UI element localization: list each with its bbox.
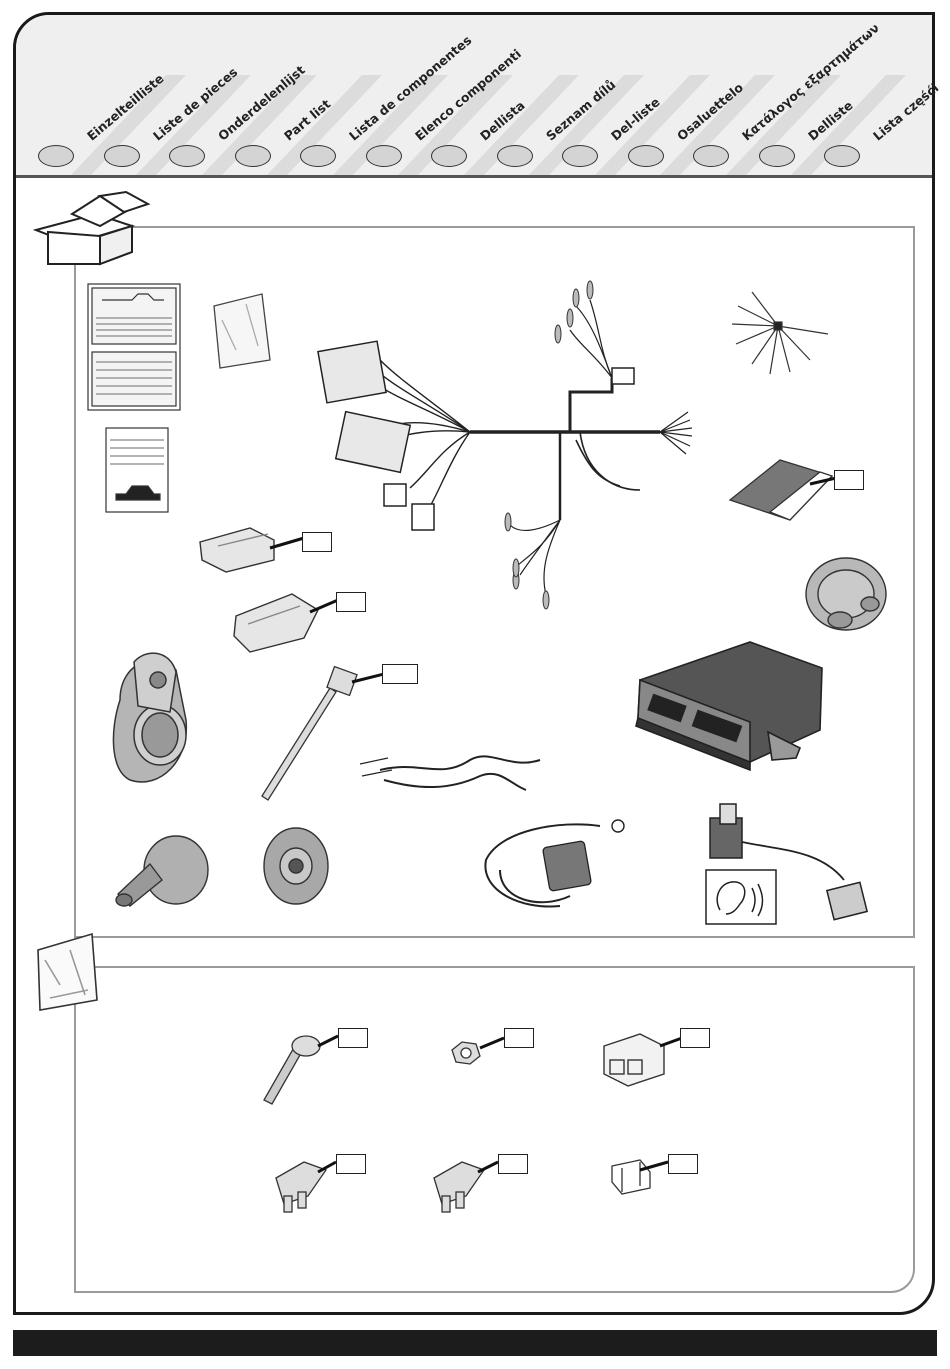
- footer-bar: [13, 1330, 937, 1356]
- cable-tie: [262, 667, 357, 800]
- cable-grommet: [806, 558, 886, 630]
- trailer-socket: [113, 653, 186, 782]
- control-module: [636, 642, 822, 770]
- terminal-bundle: [732, 292, 828, 374]
- terminal-leads: [505, 281, 593, 609]
- cardboard-box-icon: [36, 192, 148, 264]
- connector-block-b: [234, 594, 318, 652]
- ref-box-nut: [504, 1028, 534, 1048]
- bolt: [264, 1036, 320, 1104]
- connector-block-a: [200, 528, 274, 572]
- ref-box-connector-a: [302, 532, 332, 552]
- ref-box-fuse-b: [498, 1154, 528, 1174]
- harness-connector-small: [612, 368, 634, 384]
- blade-fuse-b: [434, 1162, 484, 1212]
- ref-box-connector-housing: [680, 1028, 710, 1048]
- ref-box-connector-b: [336, 592, 366, 612]
- rubber-plug: [116, 836, 208, 906]
- ref-box-adhesive-pad: [834, 470, 864, 490]
- connector-housing: [604, 1034, 664, 1086]
- harness-connector-a: [318, 341, 434, 530]
- fuse-clip: [612, 1160, 650, 1194]
- instruction-sheet-icon: [88, 284, 180, 512]
- fuse-holder: [542, 841, 591, 892]
- jumper-cable: [360, 756, 540, 790]
- ref-box-fuse-clip: [668, 1154, 698, 1174]
- wiring-harness: [376, 300, 692, 595]
- socket-gasket: [264, 828, 328, 904]
- ear-icon: [706, 870, 776, 924]
- bag-icon: [214, 294, 270, 368]
- adhesive-pad: [730, 460, 832, 520]
- plastic-bag-icon: [38, 934, 97, 1010]
- blade-fuse-a: [276, 1162, 326, 1212]
- nut: [452, 1042, 480, 1064]
- ref-box-bolt: [338, 1028, 368, 1048]
- ref-box-fuse-a: [336, 1154, 366, 1174]
- ref-box-cable-tie: [382, 664, 418, 684]
